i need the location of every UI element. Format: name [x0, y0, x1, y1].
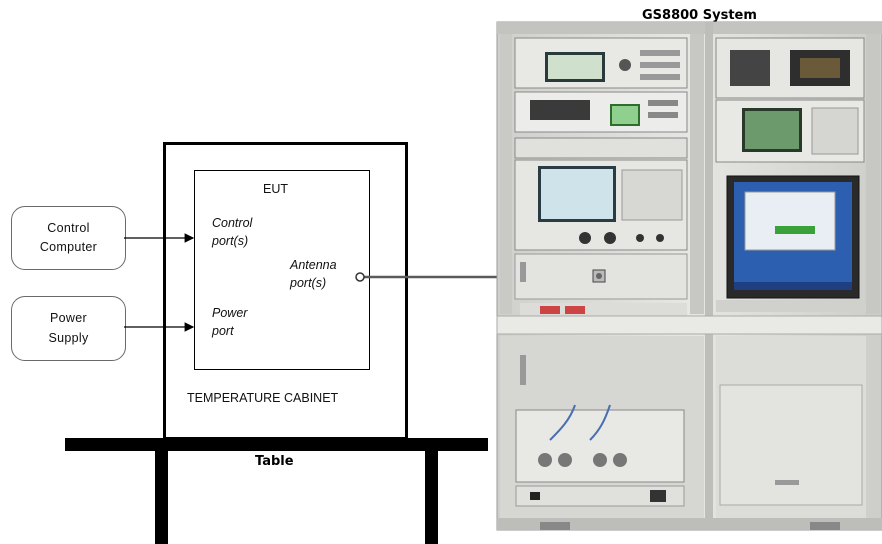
cabinet-label: TEMPERATURE CABINET — [187, 391, 339, 405]
table-leg-right — [425, 451, 438, 544]
antenna-port-connector — [355, 272, 365, 282]
switch-unit — [515, 409, 685, 483]
table-leg-left — [155, 451, 168, 544]
instrument-3 — [514, 137, 688, 159]
table-top — [65, 438, 488, 451]
eut-title: EUT — [263, 182, 288, 196]
control-port-label: Control port(s) — [212, 216, 253, 249]
system-title: GS8800 System — [642, 8, 757, 23]
control-computer-box: Control Computer — [11, 206, 126, 270]
power-port-label: Power port — [212, 306, 248, 339]
table-label: Table — [255, 454, 294, 469]
gs8800-rack — [496, 21, 882, 531]
eut-box — [194, 170, 370, 370]
shelf — [496, 315, 882, 335]
antenna-port-label: Antenna port(s) — [290, 258, 337, 291]
drawer — [719, 384, 863, 506]
power-supply-box: Power Supply — [11, 296, 126, 361]
